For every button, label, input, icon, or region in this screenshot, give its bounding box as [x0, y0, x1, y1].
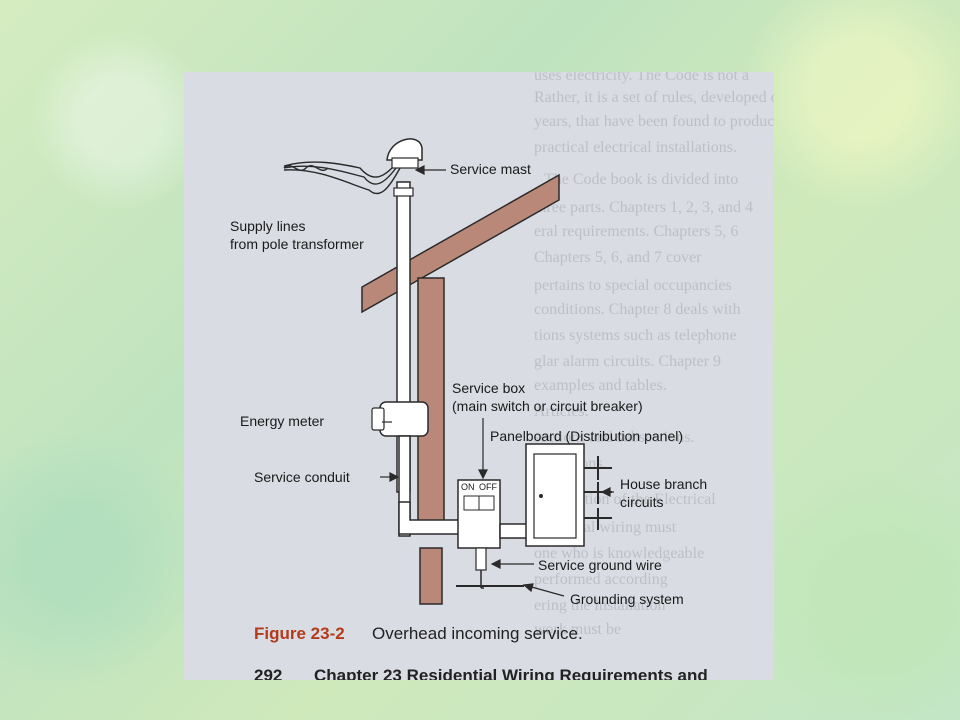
ghost-line: The Code book is divided into: [544, 171, 739, 188]
scanned-figure: uses electricity. The Code is not a Rath…: [184, 72, 774, 680]
label-house-branch-circuits: circuits: [620, 494, 664, 510]
label-service-box-detail: (main switch or circuit breaker): [452, 398, 643, 414]
label-panelboard: Panelboard (Distribution panel): [490, 428, 683, 444]
energy-meter: [379, 401, 429, 437]
label-service-ground-wire: Service ground wire: [538, 557, 662, 573]
label-switch-on: ON: [461, 482, 475, 492]
ghost-line: three parts. Chapters 1, 2, 3, and 4: [534, 199, 754, 216]
ghost-line: examples and tables.: [534, 377, 667, 394]
wall-stud: [417, 277, 445, 523]
weatherhead: [386, 138, 423, 161]
ghost-line: Rather, it is a set of rules, developed …: [534, 89, 774, 106]
page-number: 292: [254, 666, 283, 680]
ghost-line: Articles.: [534, 403, 589, 420]
label-house-branch: House branch: [620, 476, 708, 492]
ghost-line: pertains to special occupancies: [534, 277, 732, 294]
wall-stud-lower: [419, 547, 443, 605]
figure-title: Overhead incoming service.: [372, 624, 583, 643]
ghost-line: tions systems such as telephone: [534, 327, 737, 344]
ghost-line: eral requirements. Chapters 5, 6: [534, 223, 739, 240]
service-box: [457, 479, 501, 549]
ghost-line: Chapters 5, 6, and 7 cover: [534, 249, 702, 266]
label-switch-off: OFF: [479, 482, 497, 492]
ghost-line: uses electricity. The Code is not a: [534, 72, 750, 84]
ghost-line: work must be: [534, 621, 622, 638]
label-service-conduit: Service conduit: [254, 469, 350, 485]
ghost-line: glar alarm circuits. Chapter 9: [534, 353, 722, 370]
ghost-line: sections and subsections.: [534, 429, 695, 446]
service-diagram: [283, 138, 614, 605]
roof-rafter: [361, 173, 560, 314]
label-service-box: Service box: [452, 380, 526, 396]
ghost-line: conditions. Chapter 8 deals with: [534, 301, 741, 318]
label-grounding-system: Grounding system: [570, 591, 684, 607]
ghost-line: years, that have been found to produce: [534, 113, 774, 130]
label-service-mast: Service mast: [450, 161, 531, 177]
figure-number: Figure 23-2: [254, 624, 345, 643]
label-energy-meter: Energy meter: [240, 413, 325, 429]
ghost-line: practical electrical installations.: [534, 139, 738, 156]
label-supply-lines: Supply lines: [230, 218, 306, 234]
label-supply-lines-source: from pole transformer: [230, 236, 364, 252]
service-conduit: [398, 435, 411, 537]
ghost-line: one who is knowledgeable: [534, 545, 705, 562]
chapter-running-head: Chapter 23 Residential Wiring Requiremen…: [314, 666, 708, 680]
ghost-line: performed according: [534, 571, 668, 588]
ghost-line: ering the installation: [534, 597, 666, 614]
